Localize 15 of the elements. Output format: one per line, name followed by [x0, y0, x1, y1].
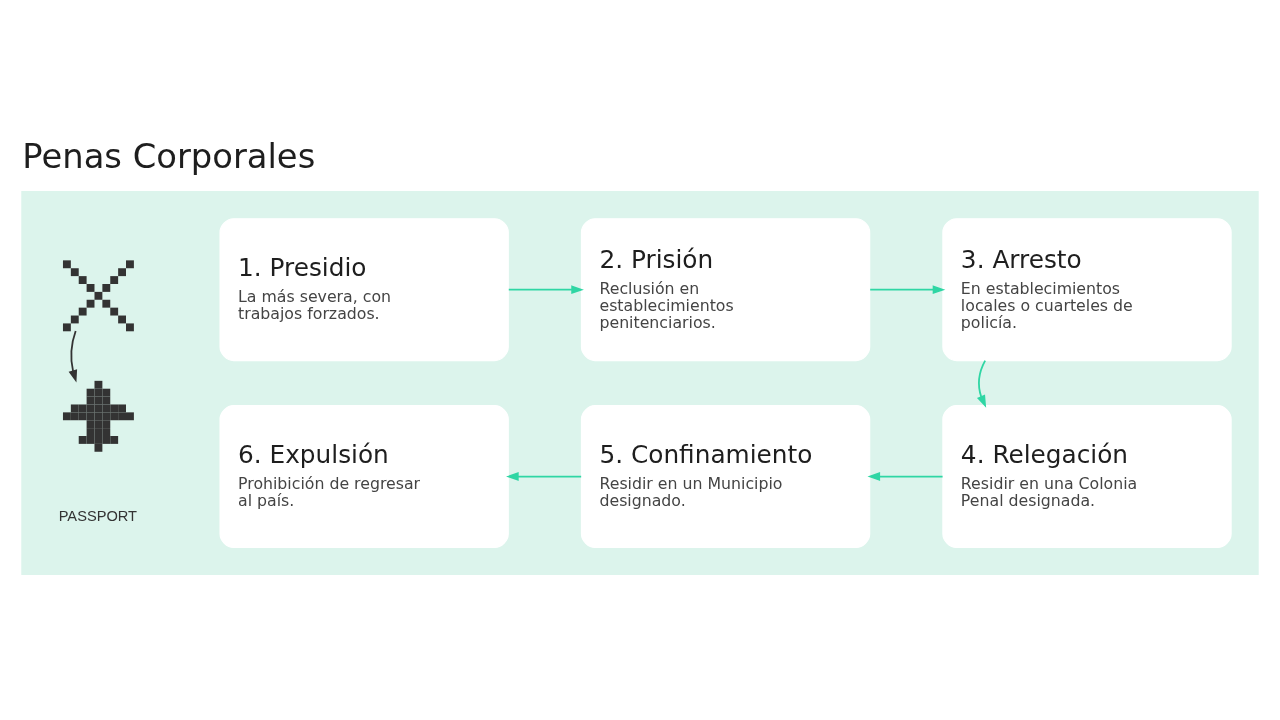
node-box: 4. Relegación Residir en una Colonia Penal designada. — [942, 405, 1232, 549]
arrow — [869, 285, 946, 295]
arrow — [867, 472, 944, 481]
node-box: 2. Prisión Reclusión en establecimientos penitenciarios. — [580, 218, 871, 362]
node-box: 1. Presidio La más severa, con trabajos forzados. — [219, 218, 509, 362]
arrow — [976, 359, 987, 408]
arrow — [506, 472, 583, 481]
node-box: 5. Confinamiento Residir en un Municipio designado. — [580, 405, 871, 549]
node-box: 6. Expulsión Prohibición de regresar al país. — [219, 405, 509, 549]
label: PASSPORT — [58, 507, 138, 524]
arrow — [507, 285, 584, 295]
node-box: 3. Arresto En establecimientos locales o cuarteles de policía. — [942, 218, 1232, 362]
cluster — [21, 191, 1259, 576]
diagram-title: Penas Corporales — [22, 137, 316, 177]
arrow — [68, 330, 78, 383]
